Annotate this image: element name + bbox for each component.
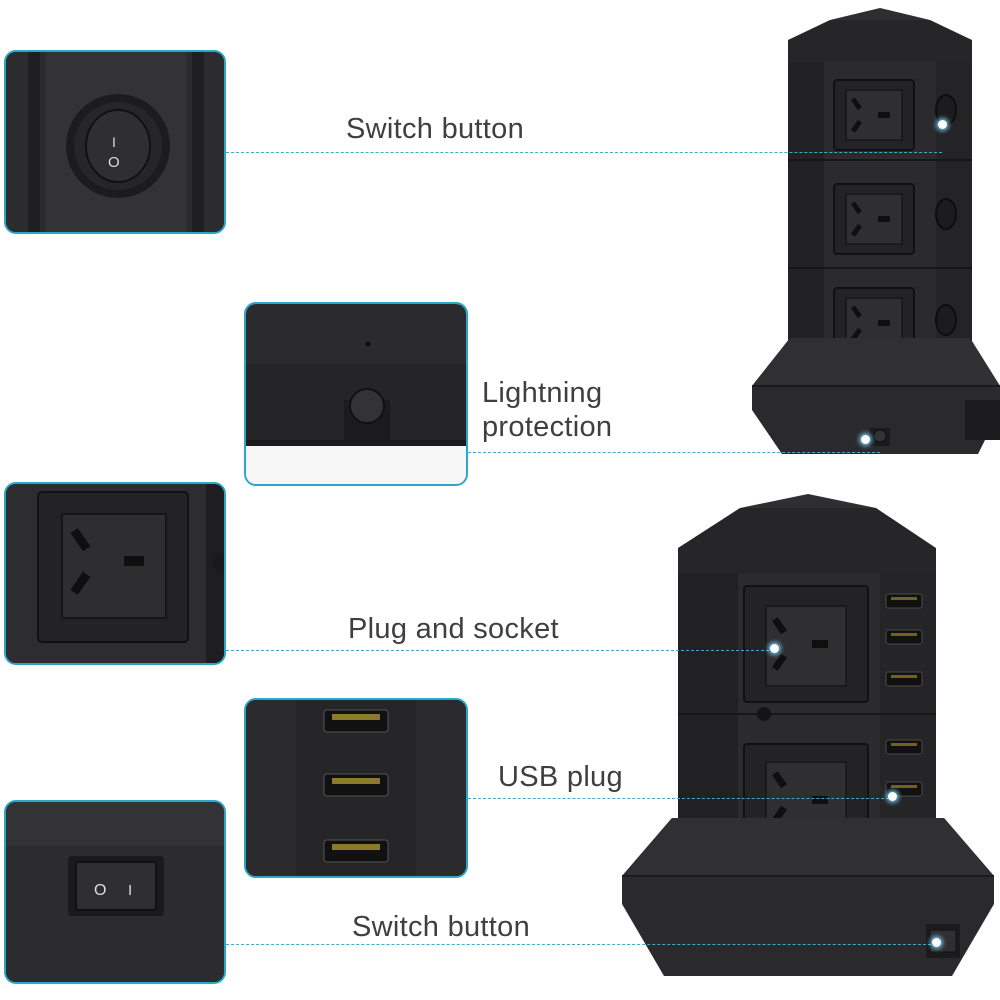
rect-switch-off-mark: O: [94, 882, 107, 899]
leader-line-switch-bottom: [226, 944, 936, 945]
plug-socket-illustration: [6, 484, 224, 663]
highlight-dot-lightning: [861, 435, 870, 444]
rect-switch-illustration: [6, 802, 224, 982]
leader-line-switch-top: [226, 152, 942, 153]
usb-ports-illustration: [246, 700, 466, 876]
callout-usb-plug: USB plug: [498, 761, 623, 793]
inset-round-switch: I O: [4, 50, 226, 234]
callout-switch-button-bottom: Switch button: [352, 911, 530, 943]
switch-off-mark: O: [108, 154, 120, 171]
lightning-button-illustration: [246, 304, 466, 484]
inset-usb-ports: [244, 698, 468, 878]
inset-plug-socket: [4, 482, 226, 665]
highlight-dot-switch-top: [938, 120, 947, 129]
highlight-dot-usb: [888, 792, 897, 801]
callout-lightning-protection: Lightning protection: [482, 377, 613, 443]
callout-switch-button-top: Switch button: [346, 113, 524, 145]
leader-line-plug-socket: [226, 650, 774, 651]
rect-switch-on-mark: I: [128, 882, 133, 899]
round-switch-illustration: [6, 52, 224, 232]
inset-rect-switch: O I: [4, 800, 226, 984]
highlight-dot-switch-bottom: [932, 938, 941, 947]
highlight-dot-plug-socket: [770, 644, 779, 653]
switch-on-mark: I: [112, 134, 116, 150]
leader-line-usb: [468, 798, 894, 799]
callout-plug-and-socket: Plug and socket: [348, 613, 559, 645]
leader-line-lightning: [468, 452, 880, 453]
inset-lightning-button: [244, 302, 468, 486]
